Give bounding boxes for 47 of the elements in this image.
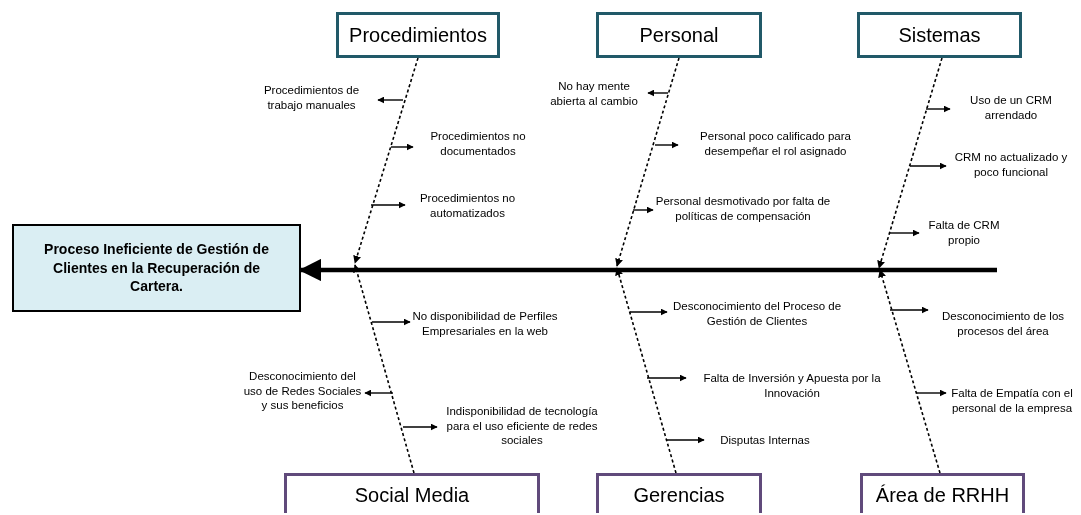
arrow — [370, 201, 406, 209]
cause-text: No hay mente abierta al cambio — [540, 74, 648, 114]
cause-text: Desconocimiento del Proceso de Gestión de Clientes — [667, 285, 847, 343]
arrow — [646, 374, 687, 382]
arrow — [925, 105, 951, 113]
category-box: Gerencias — [596, 473, 762, 513]
cause-text: Desconocimiento del uso de Redes Sociales y sus beneficios — [240, 352, 365, 430]
cause-text: Falta de CRM propio — [919, 216, 1009, 250]
arrow — [888, 229, 920, 237]
cause-text: No disponibilidad de Perfiles Empresariales en la web — [410, 296, 560, 352]
arrow — [371, 318, 411, 326]
arrow — [654, 141, 679, 149]
arrow — [909, 162, 947, 170]
bone-arrow — [878, 269, 941, 474]
problem-box: Proceso Ineficiente de Gestión de Clientes en la Recuperación de Cartera. — [12, 224, 301, 312]
arrow — [665, 436, 705, 444]
cause-text: Indisponibilidad de tecnología para el uso eficiente de redes sociales — [437, 398, 607, 454]
arrow — [647, 89, 669, 97]
bone-arrow — [615, 267, 677, 474]
arrow — [889, 306, 929, 314]
bone-arrow — [353, 57, 419, 264]
arrow — [402, 423, 438, 431]
arrow — [364, 389, 394, 397]
category-box: Área de RRHH — [860, 473, 1025, 513]
cause-text: Personal desmotivado por falta de políticas de compensación — [653, 191, 833, 227]
cause-text: Disputas Internas — [704, 430, 826, 450]
cause-text: Uso de un CRM arrendado — [950, 88, 1072, 128]
arrow — [377, 96, 404, 104]
cause-text: Personal poco calificado para desempeñar el rol asignado — [678, 124, 873, 164]
bone-arrow — [877, 57, 943, 269]
category-box: Social Media — [284, 473, 540, 513]
bone-arrow — [615, 57, 680, 267]
cause-text: Procedimientos no documentados — [413, 124, 543, 164]
category-box: Personal — [596, 12, 762, 58]
arrow — [632, 206, 654, 214]
arrow — [916, 389, 947, 397]
cause-text: Procedimientos no automatizados — [405, 186, 530, 226]
bone-arrow — [353, 264, 415, 474]
category-box: Procedimientos — [336, 12, 500, 58]
arrow — [390, 143, 414, 151]
cause-text: Procedimientos de trabajo manuales — [245, 78, 378, 118]
cause-text: Falta de Empatía con el personal de la empresa — [946, 372, 1078, 430]
cause-text: CRM no actualizado y poco funcional — [946, 136, 1076, 194]
category-box: Sistemas — [857, 12, 1022, 58]
cause-text: Falta de Inversión y Apuesta por la Innovación — [686, 366, 898, 406]
cause-text: Desconocimiento de los procesos del área — [928, 302, 1078, 346]
arrow — [629, 308, 668, 316]
